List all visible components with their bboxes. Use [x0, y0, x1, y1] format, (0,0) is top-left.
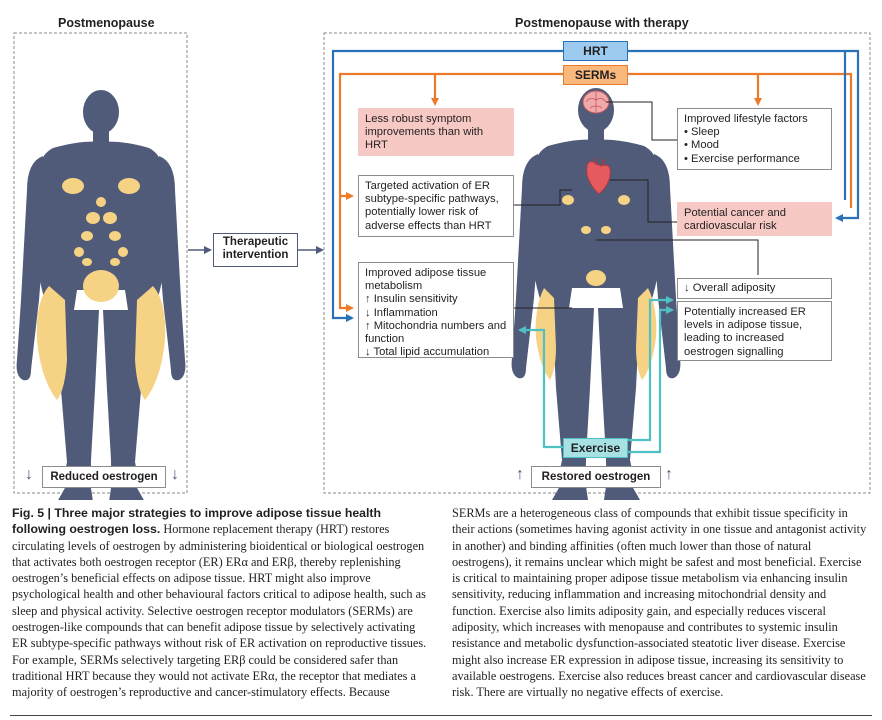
targeted-activation-text: Targeted activation of ER subtype-specif…: [365, 180, 499, 232]
heart-icon: [586, 161, 611, 195]
targeted-activation-box: Targeted activation of ER subtype-specif…: [358, 175, 514, 237]
restored-up-arrow-right: ↑: [665, 466, 673, 483]
lifestyle-factors-box: Improved lifestyle factors • Sleep • Moo…: [677, 108, 832, 170]
overall-adiposity-box: ↓ Overall adiposity: [677, 278, 832, 299]
right-panel-frame: [323, 32, 871, 494]
restored-oestrogen-box: Restored oestrogen: [531, 466, 661, 488]
er-levels-text: Potentially increased ER levels in adipo…: [684, 306, 806, 358]
less-robust-text: Less robust symptom improvements than wi…: [365, 113, 484, 152]
adipose-item: ↑ Insulin sensitivity: [365, 293, 458, 306]
lifestyle-item: • Exercise performance: [684, 152, 800, 165]
left-body-figure: [16, 90, 186, 500]
caption-right-column: SERMs are a heterogeneous class of compo…: [452, 505, 872, 701]
cancer-risk-text: Potential cancer and cardiovascular risk: [684, 207, 786, 233]
exercise-tag: Exercise: [563, 438, 628, 458]
reduced-oestrogen-label: Reduced oestrogen: [50, 471, 158, 483]
adipose-metabolism-box: Improved adipose tissue metabolism ↑ Ins…: [358, 262, 514, 358]
right-panel-title: Postmenopause with therapy: [515, 16, 689, 30]
figure-artwork: [13, 32, 871, 500]
adipose-item: ↓ Inflammation: [365, 306, 438, 319]
serms-label: SERMs: [574, 68, 617, 82]
er-levels-box: Potentially increased ER levels in adipo…: [677, 301, 832, 361]
restored-oestrogen-label: Restored oestrogen: [541, 471, 651, 483]
reduced-down-arrow-right: ↓: [171, 466, 179, 483]
caption-left-text: Hormone replacement therapy (HRT) restor…: [12, 522, 427, 700]
caption-right-text: SERMs are a heterogeneous class of compo…: [452, 506, 867, 700]
left-panel-frame: [13, 32, 188, 494]
therapeutic-intervention-box: Therapeutic intervention: [213, 233, 298, 267]
intervention-label: Therapeutic intervention: [222, 236, 289, 261]
caption-left-column: Fig. 5 | Three major strategies to impro…: [12, 505, 432, 701]
left-panel-title: Postmenopause: [58, 16, 155, 30]
serms-tag: SERMs: [563, 65, 628, 85]
restored-up-arrow-left: ↑: [516, 466, 524, 483]
adipose-metabolism-title: Improved adipose tissue metabolism: [365, 267, 487, 293]
cancer-risk-box: Potential cancer and cardiovascular risk: [677, 202, 832, 236]
hrt-tag: HRT: [563, 41, 628, 61]
reduced-down-arrow-left: ↓: [25, 466, 33, 483]
less-robust-box: Less robust symptom improvements than wi…: [358, 108, 514, 156]
lifestyle-title: Improved lifestyle factors: [684, 113, 808, 125]
reduced-oestrogen-box: Reduced oestrogen: [42, 466, 166, 488]
lifestyle-item: • Mood: [684, 139, 720, 152]
figure-label: Fig. 5 | Three major strategies to impro…: [12, 506, 382, 537]
hrt-label: HRT: [583, 44, 608, 58]
adipose-item: ↓ Total lipid accumulation: [365, 346, 490, 359]
exercise-label: Exercise: [570, 441, 621, 455]
footer-rule: [10, 715, 872, 716]
overall-adiposity-text: ↓ Overall adiposity: [684, 282, 776, 294]
adipose-item: ↑ Mitochondria numbers and function: [365, 319, 507, 346]
lifestyle-item: • Sleep: [684, 126, 720, 139]
